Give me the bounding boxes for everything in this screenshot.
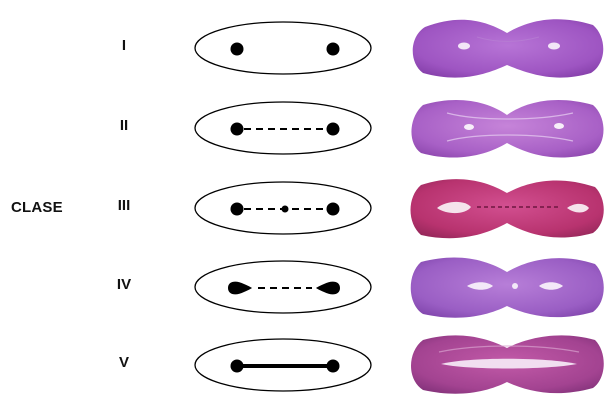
tissue-section-image-v: [407, 330, 607, 399]
teardrop-right: [316, 282, 340, 295]
dot-left: [231, 360, 244, 373]
dot-right: [327, 203, 340, 216]
schematic-class-ii: [192, 99, 374, 157]
dot-left: [231, 43, 244, 56]
ellipse-outline: [195, 22, 371, 74]
schematic-class-v: [192, 336, 374, 394]
dot-right: [327, 360, 340, 373]
teardrop-left: [228, 282, 252, 295]
dot-center: [282, 206, 289, 213]
dot-right: [327, 43, 340, 56]
tissue-section-image-iv: [407, 252, 607, 322]
class-row-iv: IV: [0, 252, 612, 322]
schematic-class-i: [192, 19, 374, 77]
class-numeral: I: [104, 37, 144, 54]
class-numeral: V: [104, 354, 144, 371]
schematic-class-iii: [192, 179, 374, 237]
class-row-iii: III: [0, 173, 612, 243]
tissue-section-image-iii: [407, 173, 607, 243]
class-numeral: III: [104, 197, 144, 214]
class-numeral: IV: [104, 276, 144, 293]
dot-right: [327, 123, 340, 136]
tissue-section-image-ii: [407, 93, 607, 163]
tissue-section-image-i: [407, 13, 607, 83]
class-row-v: V: [0, 330, 612, 400]
dot-left: [231, 203, 244, 216]
class-row-ii: II: [0, 93, 612, 163]
schematic-class-iv: [192, 258, 374, 316]
class-numeral: II: [104, 117, 144, 134]
class-row-i: I: [0, 13, 612, 83]
dot-left: [231, 123, 244, 136]
